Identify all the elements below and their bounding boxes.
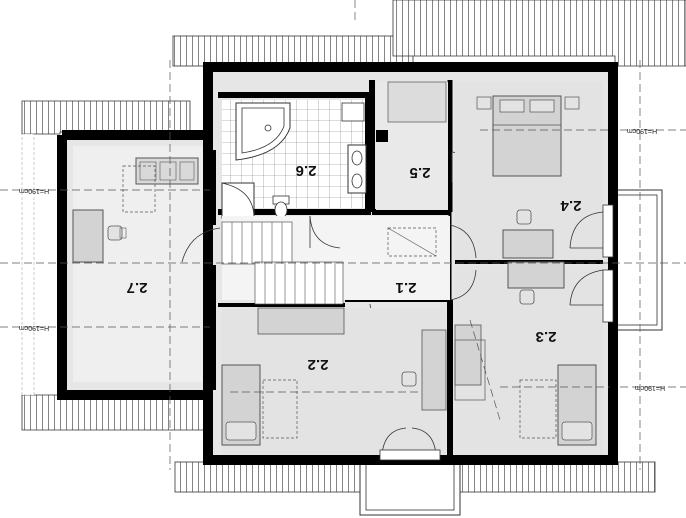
office-2-7 (72, 157, 199, 263)
label-2-3: 2.3 (536, 328, 557, 345)
bedroom-2-2 (221, 307, 486, 461)
corridor (181, 215, 477, 335)
label-2-6: 2.6 (296, 162, 317, 179)
height-label-left-bottom: H=190cm (19, 324, 49, 331)
bedroom-2-3 (454, 261, 614, 455)
label-2-5: 2.5 (410, 164, 431, 181)
kneewall-lines (0, 0, 686, 470)
height-label-right-top: H=190cm (627, 127, 657, 134)
height-label-right-bottom: H=190cm (635, 384, 665, 391)
bathroom (221, 100, 367, 219)
bedroom-2-4 (455, 82, 614, 260)
room-labels: 2.1 2.2 2.3 2.4 2.5 2.6 2.7 (127, 162, 582, 373)
label-2-4: 2.4 (560, 197, 582, 214)
label-2-2: 2.2 (308, 356, 329, 373)
height-labels: H=190cm H=190cm H=190cm H=190cm (19, 127, 665, 391)
label-2-7: 2.7 (127, 279, 148, 296)
height-label-left-top: H=190cm (19, 187, 49, 194)
label-2-1: 2.1 (396, 279, 417, 296)
